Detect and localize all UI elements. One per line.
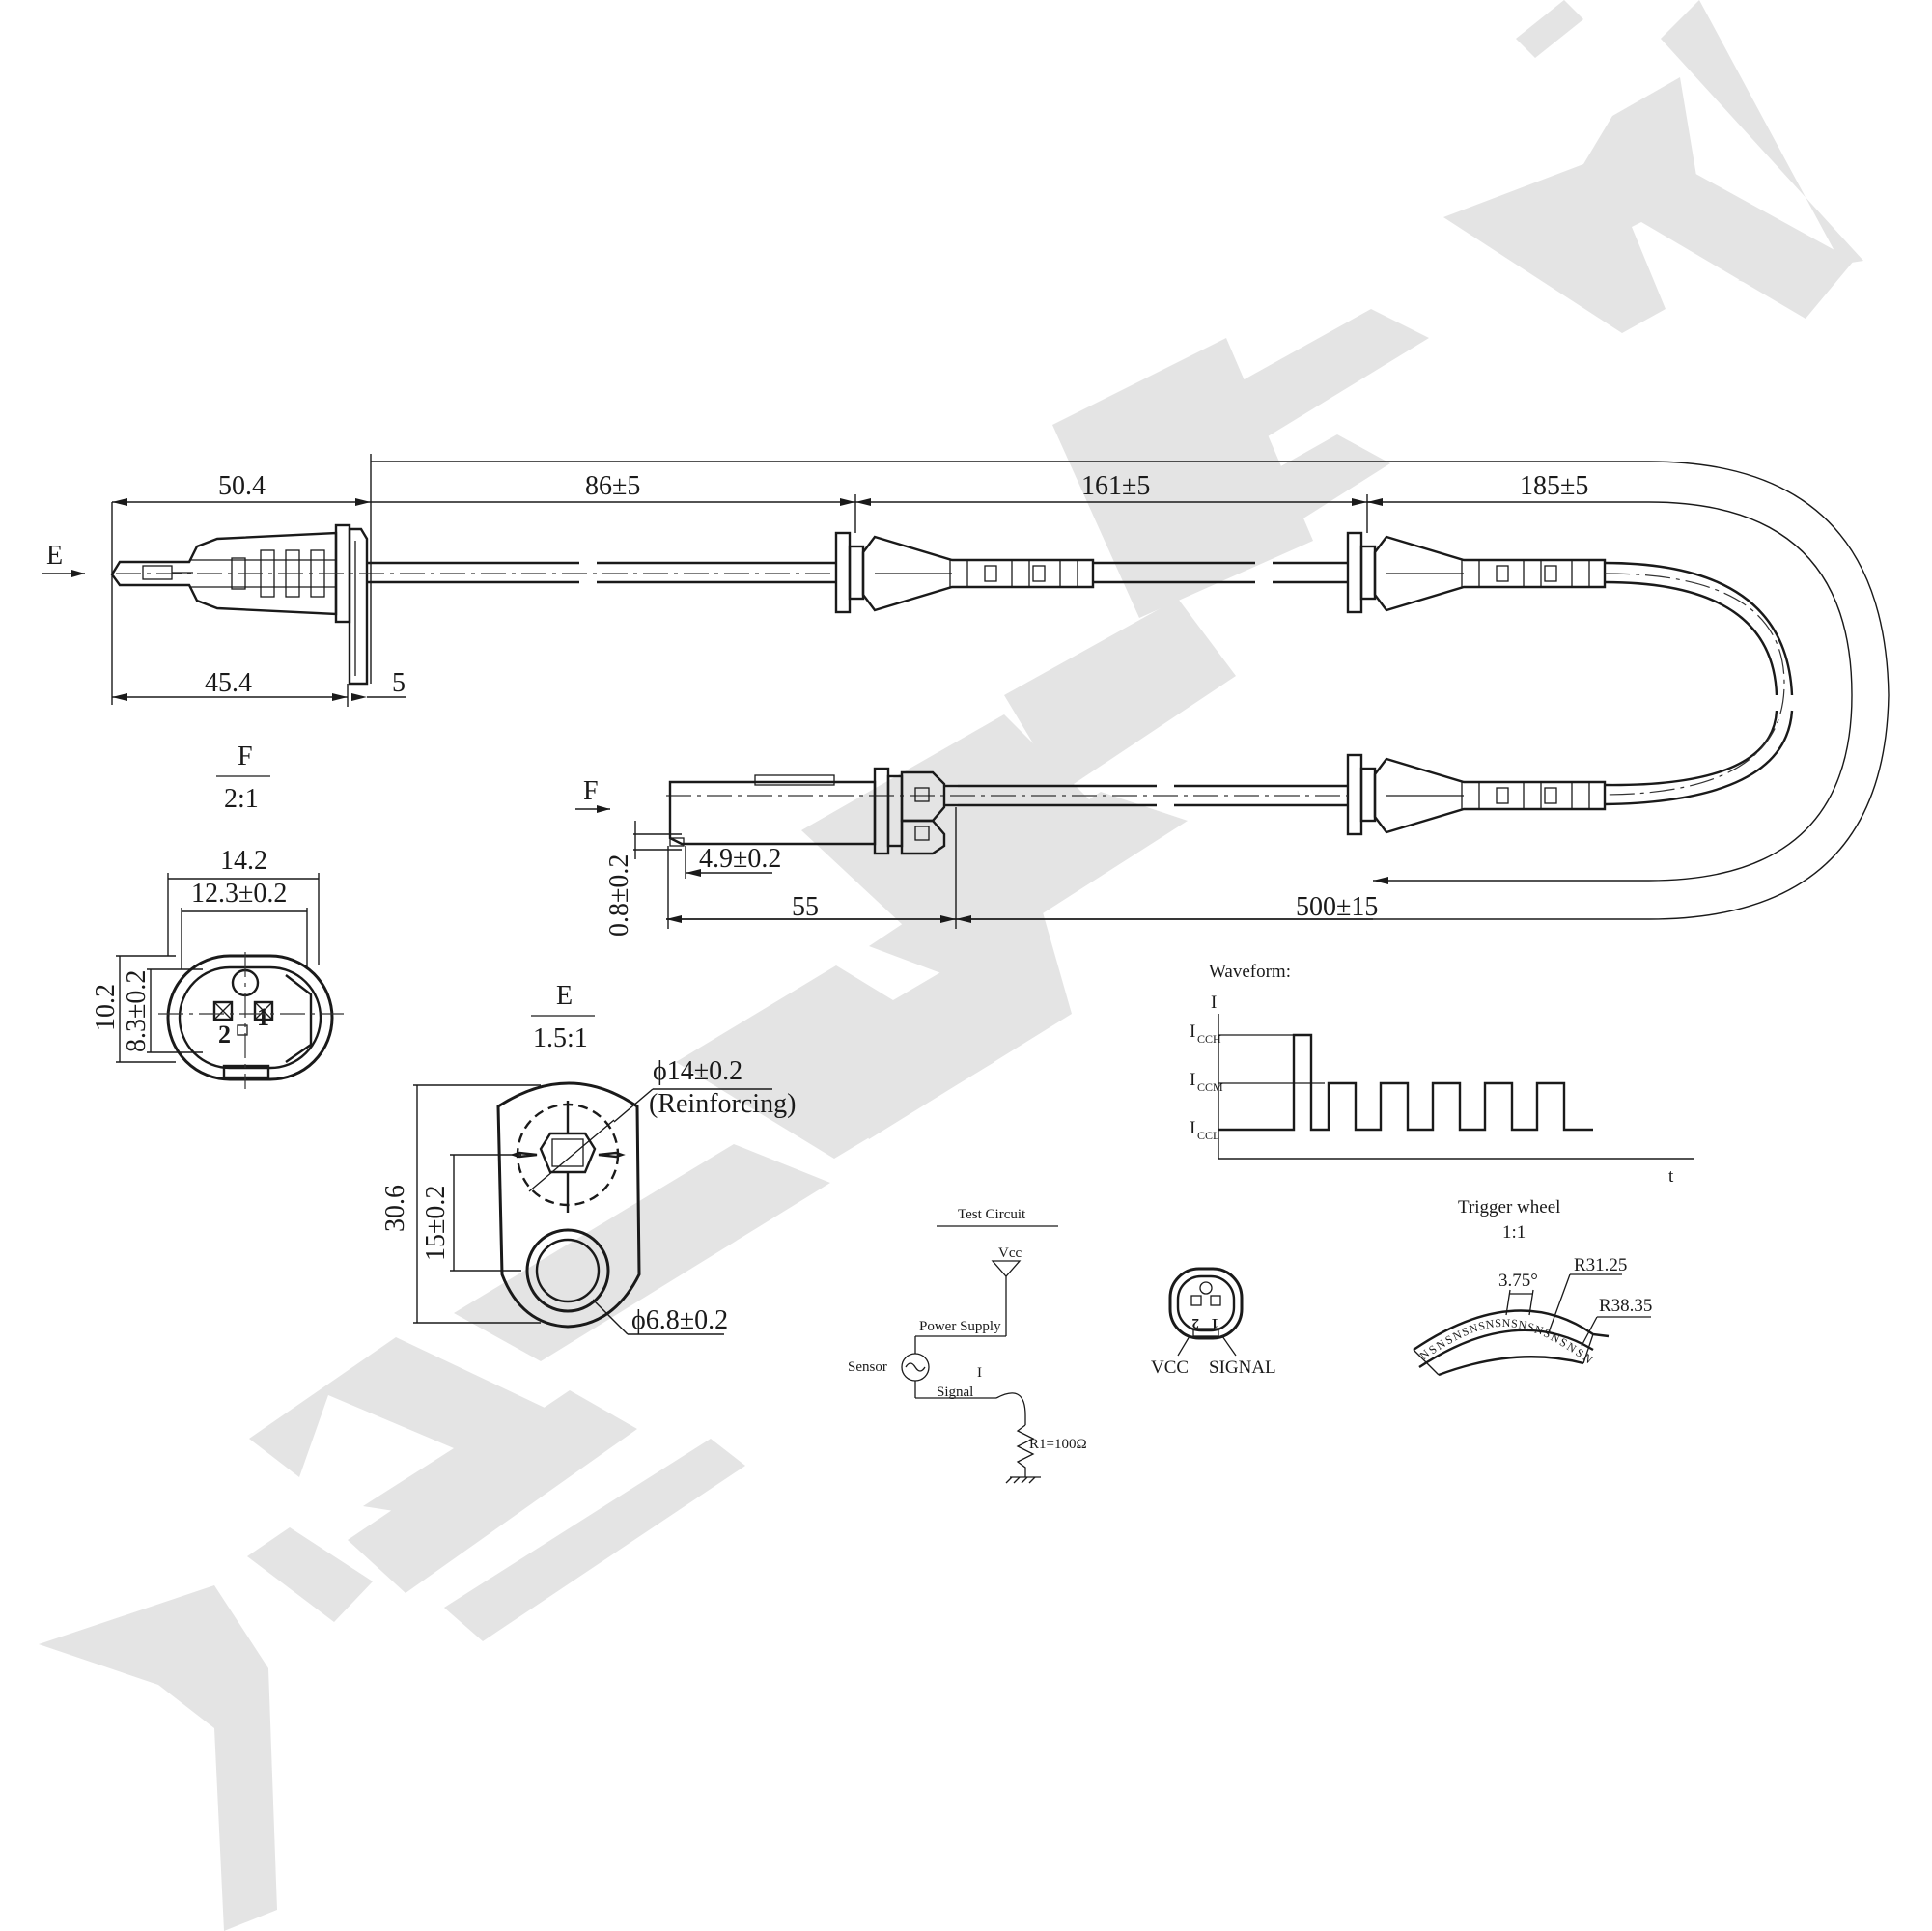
dim-55: 55 xyxy=(792,892,819,922)
main-dimensions xyxy=(42,454,1890,929)
trigger-wheel-scale: 1:1 xyxy=(1502,1222,1526,1243)
level-mid: I xyxy=(1190,1070,1195,1090)
level-low-sub: CCL xyxy=(1197,1129,1219,1142)
dim-5: 5 xyxy=(392,668,406,698)
view-f-scale: 2:1 xyxy=(224,784,259,814)
pole-label: N xyxy=(1502,1316,1511,1329)
pole-label: S xyxy=(1495,1316,1502,1329)
waveform: Waveform: I t I CCH I CCM I CCL xyxy=(1190,962,1694,1187)
sensor-label: Sensor xyxy=(848,1359,887,1375)
trigger-angle: 3.75° xyxy=(1498,1271,1538,1291)
trigger-r-outer: R38.35 xyxy=(1599,1296,1652,1316)
pole-label: S xyxy=(1526,1320,1535,1334)
level-mid-sub: CCM xyxy=(1197,1080,1223,1094)
pole-label: S xyxy=(1511,1316,1519,1329)
watermark xyxy=(39,0,1863,1931)
view-e-scale: 1.5:1 xyxy=(533,1023,588,1053)
trigger-r-inner: R31.25 xyxy=(1574,1255,1627,1275)
pole-label: N xyxy=(1468,1321,1480,1336)
view-f-dim-8-3: 8.3±0.2 xyxy=(122,970,152,1052)
pinout: 2 1 VCC SIGNAL xyxy=(1151,1267,1276,1378)
waveform-x-axis: t xyxy=(1668,1166,1674,1187)
dim-0-8: 0.8±0.2 xyxy=(604,854,634,937)
pole-label: N xyxy=(1533,1323,1546,1338)
view-f: F 2:1 2 1 14.2 12.3±0.2 10.2 8.3±0.2 xyxy=(91,742,344,1089)
view-f-marker: F xyxy=(583,776,599,806)
view-e: E 1.5:1 ϕ14±0.2 (Reinforcing) 30.6 15±0.… xyxy=(380,981,796,1335)
pinout-signal-label: SIGNAL xyxy=(1209,1357,1276,1378)
cable-bottom xyxy=(666,784,1348,807)
pole-label: S xyxy=(1460,1324,1470,1338)
dim-500: 500±15 xyxy=(1296,892,1378,922)
resistor-label: R1=100Ω xyxy=(1029,1437,1087,1452)
level-high: I xyxy=(1190,1021,1195,1042)
level-low: I xyxy=(1190,1118,1195,1138)
pole-label: S xyxy=(1542,1326,1553,1340)
pole-label: N xyxy=(1518,1318,1528,1332)
waveform-y-axis: I xyxy=(1211,993,1217,1013)
cable-loop xyxy=(1604,561,1794,806)
dim-86: 86±5 xyxy=(585,471,640,501)
view-f-pin-1: 1 xyxy=(257,1003,269,1031)
view-e-marker: E xyxy=(46,541,63,571)
view-e-title: E xyxy=(556,981,573,1011)
sensor-head xyxy=(110,523,369,686)
pinout-vcc-label: VCC xyxy=(1151,1357,1189,1378)
cable-clip-2 xyxy=(1346,531,1607,614)
dim-185: 185±5 xyxy=(1520,471,1588,501)
waveform-title: Waveform: xyxy=(1209,962,1291,982)
cable-top xyxy=(116,561,836,584)
dim-45-4: 45.4 xyxy=(205,668,252,698)
view-e-dim-15: 15±0.2 xyxy=(421,1186,451,1261)
trigger-wheel-title: Trigger wheel xyxy=(1458,1197,1560,1217)
pinout-pin-1: 1 xyxy=(1212,1315,1219,1330)
current-label: I xyxy=(977,1365,982,1381)
view-f-dim-10-2: 10.2 xyxy=(91,984,121,1031)
main-dimension-labels: 50.4 86±5 161±5 185±5 45.4 5 4.9±0.2 55 … xyxy=(46,471,1588,937)
dim-4-9: 4.9±0.2 xyxy=(699,844,781,874)
view-e-dim-6-8: ϕ6.8±0.2 xyxy=(631,1305,728,1335)
dim-161: 161±5 xyxy=(1081,471,1150,501)
cable-clip-1 xyxy=(834,531,1348,614)
view-f-title: F xyxy=(238,742,253,771)
view-e-dim-14: ϕ14±0.2 xyxy=(653,1056,742,1086)
test-circuit: Test Circuit Vcc Power Supply Sensor I S… xyxy=(848,1207,1087,1484)
pinout-pin-2: 2 xyxy=(1192,1315,1200,1330)
view-e-dim-30-6: 30.6 xyxy=(380,1185,410,1232)
vcc-label: Vcc xyxy=(998,1245,1022,1261)
level-high-sub: CCH xyxy=(1197,1032,1221,1046)
view-e-dim-reinforcing: (Reinforcing) xyxy=(649,1089,796,1119)
pole-label: S xyxy=(1477,1319,1486,1333)
view-f-pin-2: 2 xyxy=(218,1021,231,1049)
power-supply-label: Power Supply xyxy=(919,1319,1001,1334)
view-f-dim-14-2: 14.2 xyxy=(220,846,267,876)
test-circuit-title: Test Circuit xyxy=(958,1207,1026,1222)
dim-50-4: 50.4 xyxy=(218,471,266,501)
connector-body xyxy=(668,767,958,855)
pole-label: N xyxy=(1485,1317,1496,1331)
view-f-dim-12-3: 12.3±0.2 xyxy=(191,879,287,909)
signal-label: Signal xyxy=(937,1385,973,1400)
cable-clip-3 xyxy=(1346,753,1607,836)
